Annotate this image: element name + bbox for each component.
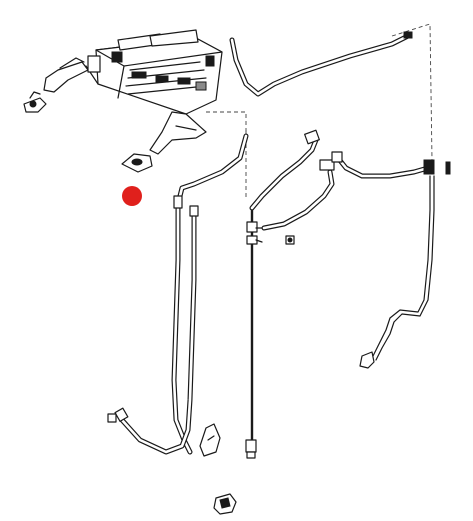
hose-clamp-bracket (199, 423, 221, 457)
drain-fitting (213, 493, 237, 515)
heater-unit-assembly (85, 29, 223, 115)
refrigerant-pipe-right (331, 151, 451, 369)
heater-hose-long (107, 195, 199, 455)
nut-fitting (285, 235, 295, 245)
leader-line-1 (206, 111, 247, 132)
refrigerant-pipe-upper (229, 31, 413, 97)
heater-hose-upper (175, 133, 249, 207)
highlight-marker[interactable] (122, 186, 142, 206)
mounting-bracket (149, 111, 207, 155)
refrigerant-line-middle (245, 208, 265, 459)
grommet-pad (121, 153, 153, 173)
air-duct-bracket-left (43, 57, 89, 93)
leader-line-2 (391, 23, 433, 161)
clip-part-1 (23, 91, 47, 113)
heater-hose-middle (249, 129, 320, 211)
heater-hose-branch (261, 159, 335, 231)
